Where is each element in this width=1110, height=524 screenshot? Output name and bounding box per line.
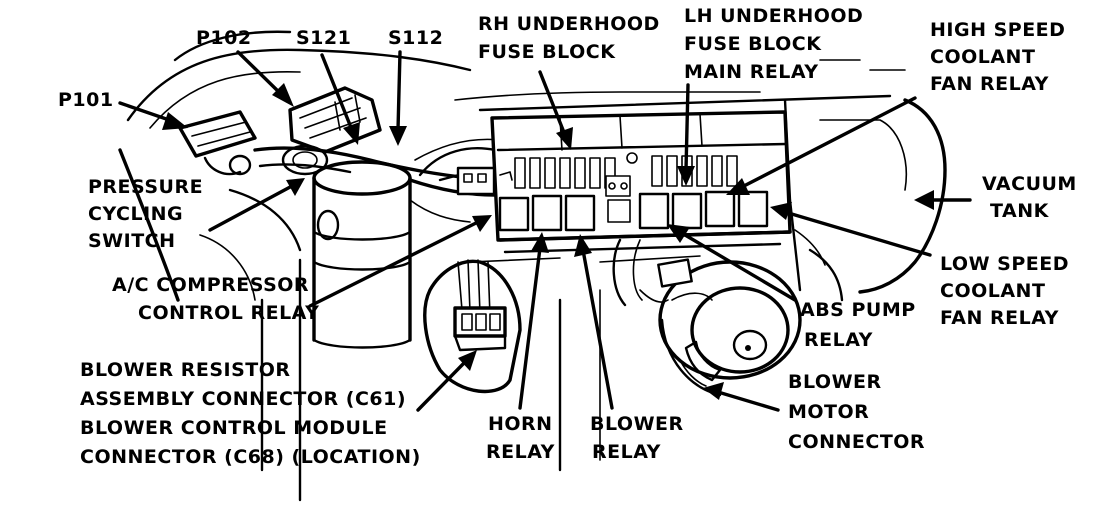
label-ls-fan-line1: LOW SPEED bbox=[940, 253, 1069, 275]
label-lh-fuse-line2: FUSE BLOCK bbox=[684, 33, 822, 55]
label-blower-motor-line1: BLOWER bbox=[788, 371, 882, 393]
label-blower-res-line3: BLOWER CONTROL MODULE bbox=[80, 417, 388, 439]
label-vacuum-line1: VACUUM bbox=[982, 173, 1077, 195]
label-p102: P102 bbox=[196, 27, 252, 49]
label-lh-fuse-line1: LH UNDERHOOD bbox=[684, 5, 863, 27]
label-ls-fan-line2: COOLANT bbox=[940, 280, 1045, 302]
label-lh-fuse-line3: MAIN RELAY bbox=[684, 61, 819, 83]
label-hs-fan-line3: FAN RELAY bbox=[930, 73, 1049, 95]
label-hs-fan-line1: HIGH SPEED bbox=[930, 19, 1065, 41]
label-ac-line1: A/C COMPRESSOR bbox=[112, 274, 309, 296]
label-horn-line1: HORN bbox=[488, 413, 553, 435]
label-pressure-line2: CYCLING bbox=[88, 203, 183, 225]
label-s121: S121 bbox=[296, 27, 351, 49]
label-s112: S112 bbox=[388, 27, 443, 49]
label-rh-fuse-line2: FUSE BLOCK bbox=[478, 41, 616, 63]
leader-arrows bbox=[118, 50, 972, 412]
label-blower-res-line4: CONNECTOR (C68) (LOCATION) bbox=[80, 446, 421, 468]
label-pressure-line1: PRESSURE bbox=[88, 176, 203, 198]
label-blower-relay-line2: RELAY bbox=[592, 441, 661, 463]
relay-row bbox=[498, 152, 769, 232]
label-rh-fuse-line1: RH UNDERHOOD bbox=[478, 13, 660, 35]
label-horn-line2: RELAY bbox=[486, 441, 555, 463]
label-vacuum-line2: TANK bbox=[990, 200, 1050, 222]
label-blower-motor-line2: MOTOR bbox=[788, 401, 869, 423]
label-p101: P101 bbox=[58, 89, 114, 111]
label-pressure-line3: SWITCH bbox=[88, 230, 176, 252]
engine-line-art bbox=[118, 30, 947, 502]
label-ls-fan-line3: FAN RELAY bbox=[940, 307, 1059, 329]
label-hs-fan-line2: COOLANT bbox=[930, 46, 1035, 68]
label-abs-line2: RELAY bbox=[804, 329, 873, 351]
callout-labels: P101 P102 S121 S112 RH UNDERHOOD FUSE BL… bbox=[58, 5, 1077, 468]
label-ac-line2: CONTROL RELAY bbox=[138, 302, 319, 324]
label-blower-res-line1: BLOWER RESISTOR bbox=[80, 359, 291, 381]
label-abs-line1: ABS PUMP bbox=[800, 299, 916, 321]
label-blower-motor-line3: CONNECTOR bbox=[788, 431, 925, 453]
label-blower-relay-line1: BLOWER bbox=[590, 413, 684, 435]
label-blower-res-line2: ASSEMBLY CONNECTOR (C61) bbox=[80, 388, 406, 410]
